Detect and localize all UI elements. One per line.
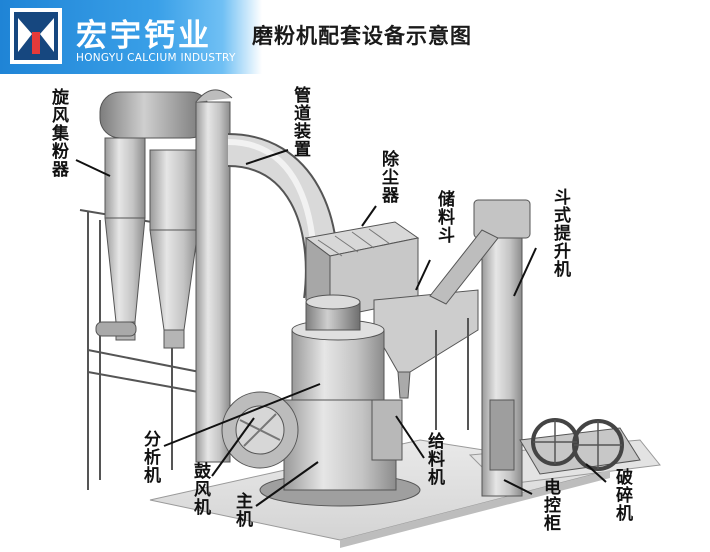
label-bin: 储料斗	[434, 190, 454, 244]
label-dust: 除尘器	[378, 150, 398, 204]
cyclone-collector	[95, 91, 211, 349]
brand-name-en: HONGYU CALCIUM INDUSTRY	[76, 52, 236, 64]
bucket-elevator	[429, 199, 531, 497]
label-control: 电控柜	[540, 478, 560, 532]
jaw-crusher	[519, 418, 641, 475]
hongyu-logo-icon	[10, 8, 62, 64]
label-pipe: 管道装置	[290, 86, 310, 158]
label-elevator: 斗式提升机	[550, 188, 570, 278]
label-feeder: 给料机	[424, 432, 444, 486]
label-analyzer: 分析机	[140, 430, 160, 484]
label-cyclone: 旋风集粉器	[48, 88, 68, 178]
vertical-duct	[195, 89, 233, 463]
blower	[221, 391, 299, 469]
leader-arrows	[75, 149, 607, 507]
storage-bin	[373, 289, 479, 430]
label-crusher: 破碎机	[612, 468, 632, 522]
main-mill	[259, 294, 421, 507]
brand-banner: 宏宇钙业 HONGYU CALCIUM INDUSTRY	[0, 0, 262, 74]
diagram-title: 磨粉机配套设备示意图	[252, 24, 472, 48]
label-main: 主机	[232, 492, 252, 528]
brand-name-cn: 宏宇钙业	[76, 18, 212, 54]
label-blower: 鼓风机	[190, 462, 210, 516]
